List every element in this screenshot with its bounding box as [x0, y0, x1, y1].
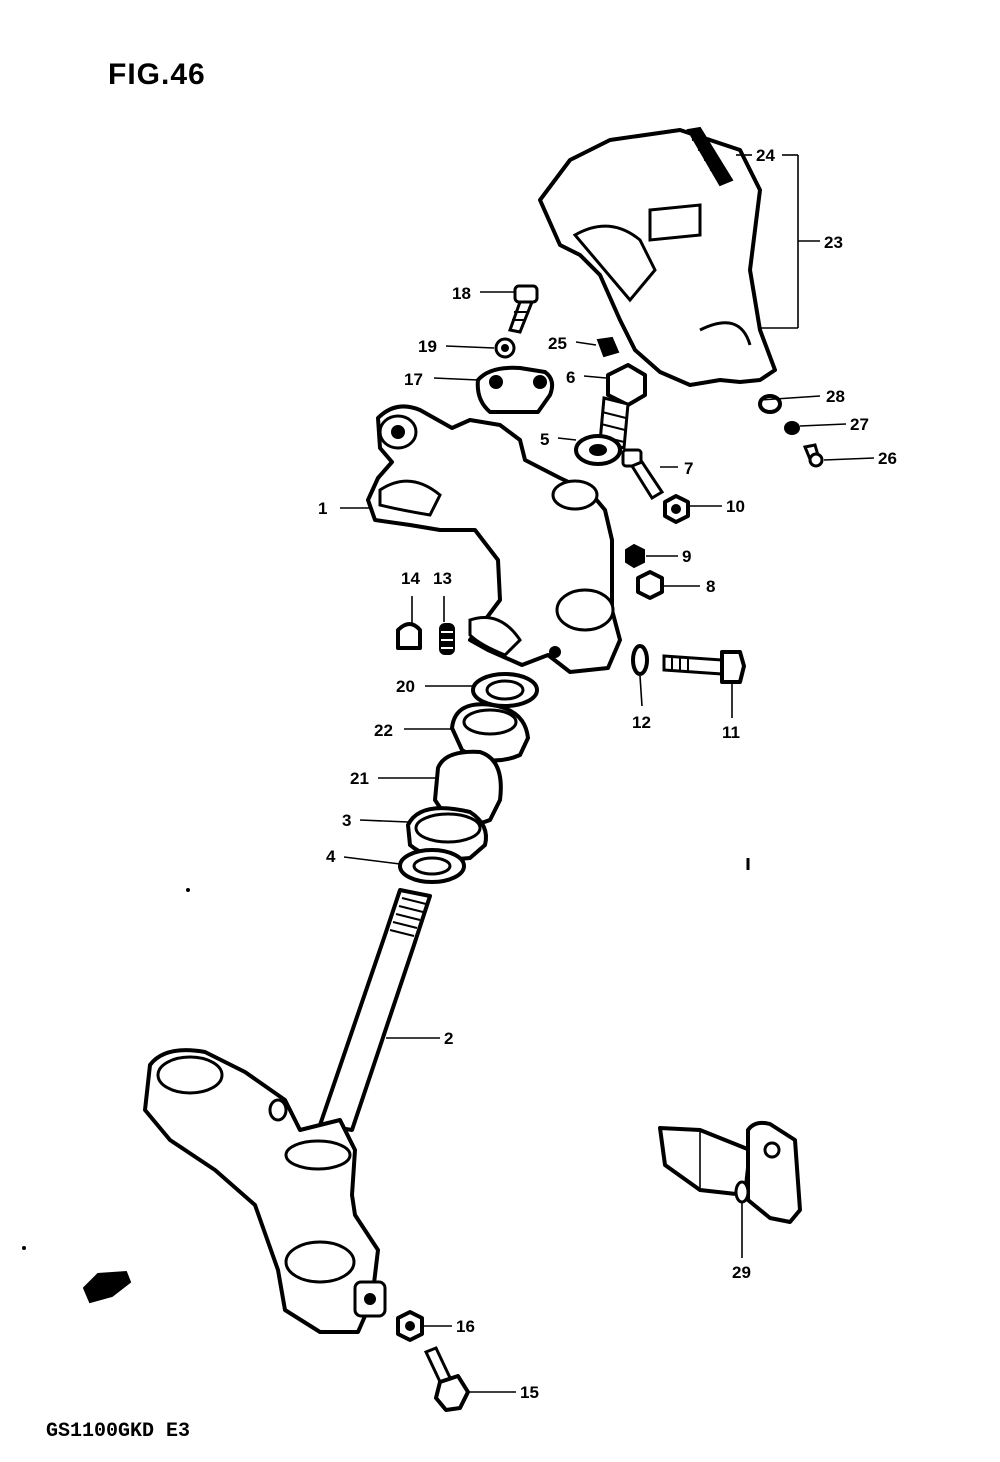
- callout-19: 19: [418, 337, 437, 356]
- model-code: GS1100GKD E3: [46, 1420, 191, 1443]
- callout-18: 18: [452, 284, 471, 303]
- callout-20: 20: [396, 677, 415, 696]
- cap-nut-part-14: [396, 622, 422, 650]
- steering-stem-part-2: [143, 888, 432, 1334]
- callout-7: 7: [684, 459, 693, 478]
- callout-10: 10: [726, 497, 745, 516]
- callout-24: 24: [756, 146, 775, 165]
- callout-28: 28: [826, 387, 845, 406]
- callout-9: 9: [682, 547, 691, 566]
- callout-29: 29: [732, 1263, 751, 1282]
- nut-part-19: [494, 337, 516, 359]
- callout-25: 25: [548, 334, 567, 353]
- callout-12: 12: [632, 713, 651, 732]
- nut-part-8: [636, 570, 664, 600]
- callout-16: 16: [456, 1317, 475, 1336]
- washer-part-27: [784, 421, 800, 435]
- handlebar-cover-part-23: [538, 128, 777, 387]
- figure-title: FIG.46: [108, 58, 206, 91]
- callout-17: 17: [404, 370, 423, 389]
- callout-26: 26: [878, 449, 897, 468]
- callout-8: 8: [706, 577, 715, 596]
- nut-part-10: [663, 494, 690, 524]
- callout-14: 14: [401, 569, 420, 588]
- leader-lines: [340, 154, 875, 1393]
- bolt-part-11: [662, 650, 746, 684]
- steering-lock-part-29: [658, 1120, 802, 1224]
- bolt-part-18: [508, 284, 539, 334]
- callout-5: 5: [540, 430, 549, 449]
- upper-bracket-part-1: [366, 404, 622, 674]
- callout-21: 21: [350, 769, 369, 788]
- washer-part-5: [574, 434, 622, 466]
- callout-15: 15: [520, 1383, 539, 1402]
- screw-part-26: [802, 443, 824, 468]
- nut-part-9: [625, 543, 645, 569]
- callout-1: 1: [318, 499, 327, 518]
- callout-4: 4: [326, 847, 336, 866]
- speck-mark: [186, 888, 190, 892]
- callout-6: 6: [566, 368, 575, 387]
- washer-part-12: [631, 644, 649, 676]
- clip-part-25: [596, 336, 620, 358]
- speck-mark: [22, 1246, 26, 1250]
- callout-27: 27: [850, 415, 869, 434]
- dust-seal-part-4: [398, 848, 466, 884]
- bolt-part-15: [423, 1346, 470, 1412]
- seal-ring-part-20: [471, 672, 539, 708]
- callout-2: 2: [444, 1029, 453, 1048]
- spring-part-13: [439, 623, 455, 655]
- handlebar-clamp-part-17: [475, 365, 555, 414]
- callout-labels: 24 23 18 19 25 17 6 28 27 5 26 7 1 10 9 …: [318, 146, 897, 1402]
- bolt-part-7: [621, 448, 665, 501]
- screw-part-24: [686, 126, 734, 187]
- logo-mark: [82, 1270, 132, 1304]
- callout-11: 11: [722, 723, 740, 742]
- callout-23: 23: [824, 233, 843, 252]
- callout-3: 3: [342, 811, 351, 830]
- callout-13: 13: [433, 569, 452, 588]
- nut-part-16: [396, 1310, 424, 1342]
- callout-22: 22: [374, 721, 393, 740]
